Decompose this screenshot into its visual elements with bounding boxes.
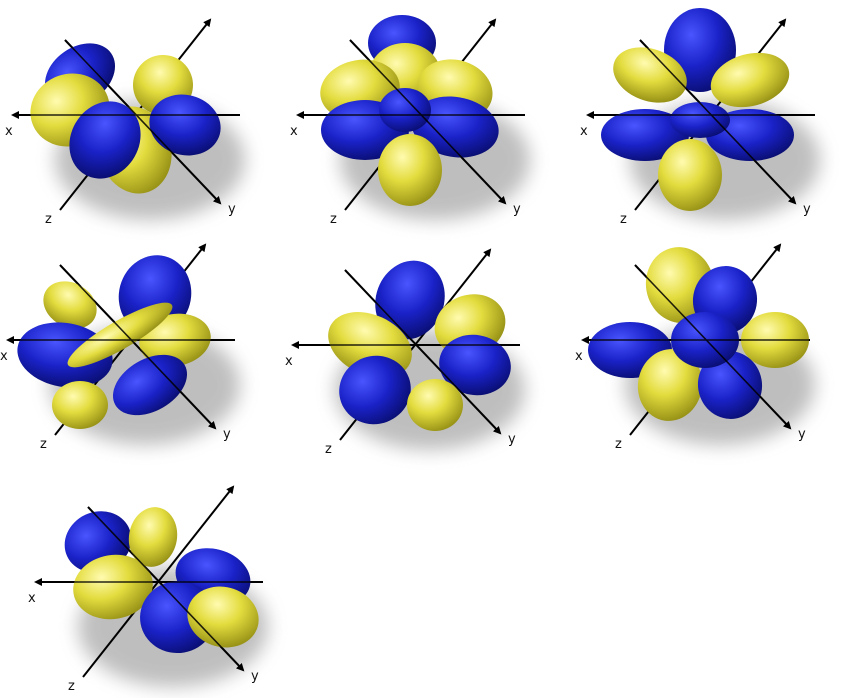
z-axis-label: z xyxy=(620,212,627,227)
negative-lobe xyxy=(670,102,730,138)
z-axis-label: z xyxy=(40,437,47,452)
z-axis-label: z xyxy=(615,437,622,452)
positive-lobe xyxy=(52,381,108,429)
positive-lobe xyxy=(658,139,722,211)
z-axis-label: z xyxy=(45,212,52,227)
z-axis-label: z xyxy=(325,442,332,457)
orbital-panel-5: x y z xyxy=(285,250,525,457)
z-axis-label: z xyxy=(68,679,75,694)
x-axis-label: x xyxy=(290,124,298,139)
negative-lobe xyxy=(379,88,431,132)
y-axis-label: y xyxy=(803,202,811,217)
orbital-panel-7: x y z xyxy=(28,487,268,694)
x-axis-label: x xyxy=(0,349,8,364)
orbital-panel-4: x y z xyxy=(0,245,240,452)
y-axis-label: y xyxy=(513,202,521,217)
z-axis-label: z xyxy=(330,212,337,227)
y-axis-label: y xyxy=(251,669,259,684)
orbital-panel-6: x y z xyxy=(575,242,815,452)
orbital-panel-2: x y z xyxy=(290,15,530,227)
x-axis-label: x xyxy=(580,124,588,139)
x-axis-label: x xyxy=(5,124,13,139)
x-axis-label: x xyxy=(285,354,293,369)
y-axis-label: y xyxy=(223,427,231,442)
positive-lobe xyxy=(378,134,442,206)
orbital-panel-3: x y z xyxy=(580,8,820,227)
y-axis-label: y xyxy=(508,432,516,447)
positive-lobe xyxy=(407,379,463,431)
x-axis-label: x xyxy=(28,591,36,606)
y-axis-label: y xyxy=(228,202,236,217)
y-axis-label: y xyxy=(798,427,806,442)
orbital-panel-1: x y z xyxy=(5,20,245,227)
x-axis-label: x xyxy=(575,349,583,364)
